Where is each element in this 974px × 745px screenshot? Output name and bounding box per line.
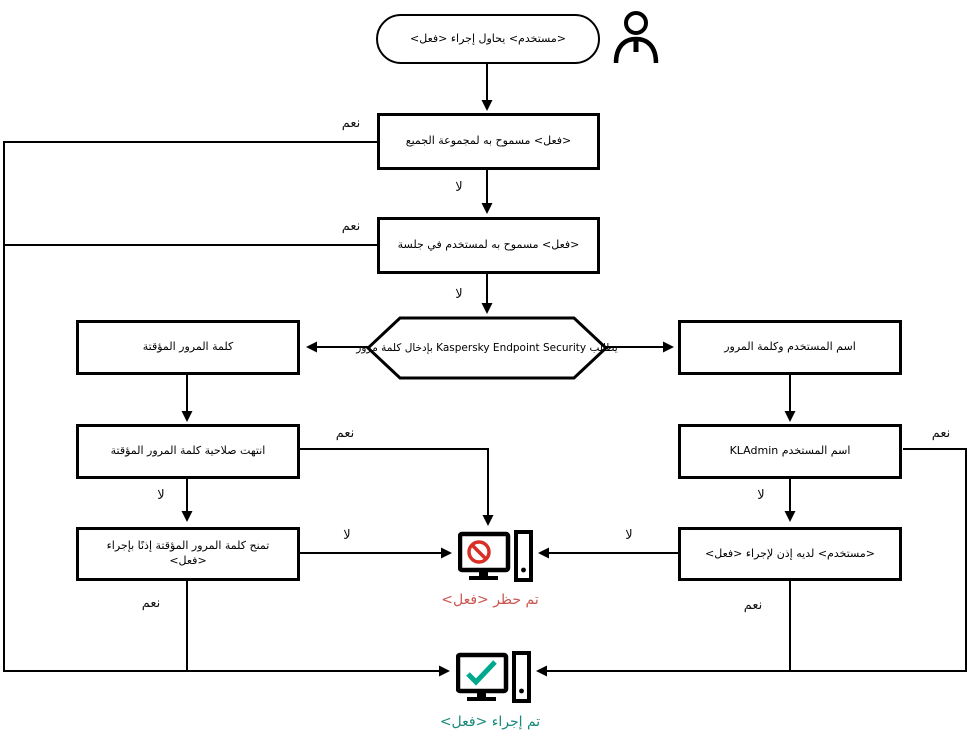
edge-label-yes: نعم <box>931 426 951 441</box>
hexagon-shape <box>365 316 609 380</box>
edge-label-no: لا <box>343 528 351 543</box>
start-label: <مستخدم> يحاول إجراء <فعل> <box>410 31 566 45</box>
node-label: اسم المستخدم KLAdmin <box>729 444 851 458</box>
node-username-password: اسم المستخدم وكلمة المرور <box>678 320 902 375</box>
edge-label-no: لا <box>455 287 463 302</box>
performed-caption: تم إجراء <فعل> <box>439 714 541 730</box>
start-node: <مستخدم> يحاول إجراء <فعل> <box>376 14 600 64</box>
node-user-has-permission: <مستخدم> لديه إذن لإجراء <فعل> <box>678 527 902 581</box>
edge-kladmin-yes-to-performed <box>536 448 967 677</box>
node-temp-password: كلمة المرور المؤقتة <box>76 320 300 375</box>
checkmark-icon <box>466 660 497 686</box>
computer-blocked-icon <box>458 530 533 582</box>
node-label: تمنح كلمة المرور المؤقتة إذنًا بإجراء <ف… <box>106 539 270 567</box>
node-password-prompt: يطالب Kaspersky Endpoint Security بإدخال… <box>356 316 618 380</box>
node-label: كلمة المرور المؤقتة <box>142 340 234 354</box>
node-allowed-session: <فعل> مسموح به لمستخدم في جلسة <box>377 217 600 274</box>
edge-label-no: لا <box>455 180 463 195</box>
node-label: <فعل> مسموح به لمجموعة الجميع <box>405 134 572 148</box>
edge-label-yes: نعم <box>335 426 355 441</box>
node-label: <فعل> مسموح به لمستخدم في جلسة <box>397 238 580 252</box>
node-label: اسم المستخدم وكلمة المرور <box>724 340 856 354</box>
edge-label-no: لا <box>625 528 633 543</box>
blocked-caption: تم حظر <فعل> <box>441 592 539 608</box>
node-label: انتهت صلاحية كلمة المرور المؤقتة <box>110 444 266 458</box>
edge-label-no: لا <box>157 488 165 503</box>
node-username-kladmin: اسم المستخدم KLAdmin <box>678 424 902 479</box>
computer-success-icon <box>456 651 531 703</box>
edge-label-yes: نعم <box>141 596 161 611</box>
node-temp-password-grants: تمنح كلمة المرور المؤقتة إذنًا بإجراء <ف… <box>76 527 300 581</box>
edge-label-no: لا <box>757 488 765 503</box>
node-temp-password-expired: انتهت صلاحية كلمة المرور المؤقتة <box>76 424 300 479</box>
node-label: <مستخدم> لديه إذن لإجراء <فعل> <box>705 546 875 560</box>
edge-expired-yes-to-blocked <box>300 448 494 526</box>
edge-label-yes: نعم <box>341 219 361 234</box>
node-label: يطالب Kaspersky Endpoint Security بإدخال… <box>356 342 618 354</box>
edge-everyone-yes-to-performed <box>3 141 450 677</box>
prohibition-icon <box>467 540 491 564</box>
user-icon <box>613 11 659 64</box>
edge-label-yes: نعم <box>341 116 361 131</box>
node-allowed-everyone: <فعل> مسموح به لمجموعة الجميع <box>377 113 600 170</box>
edge-label-yes: نعم <box>743 598 763 613</box>
